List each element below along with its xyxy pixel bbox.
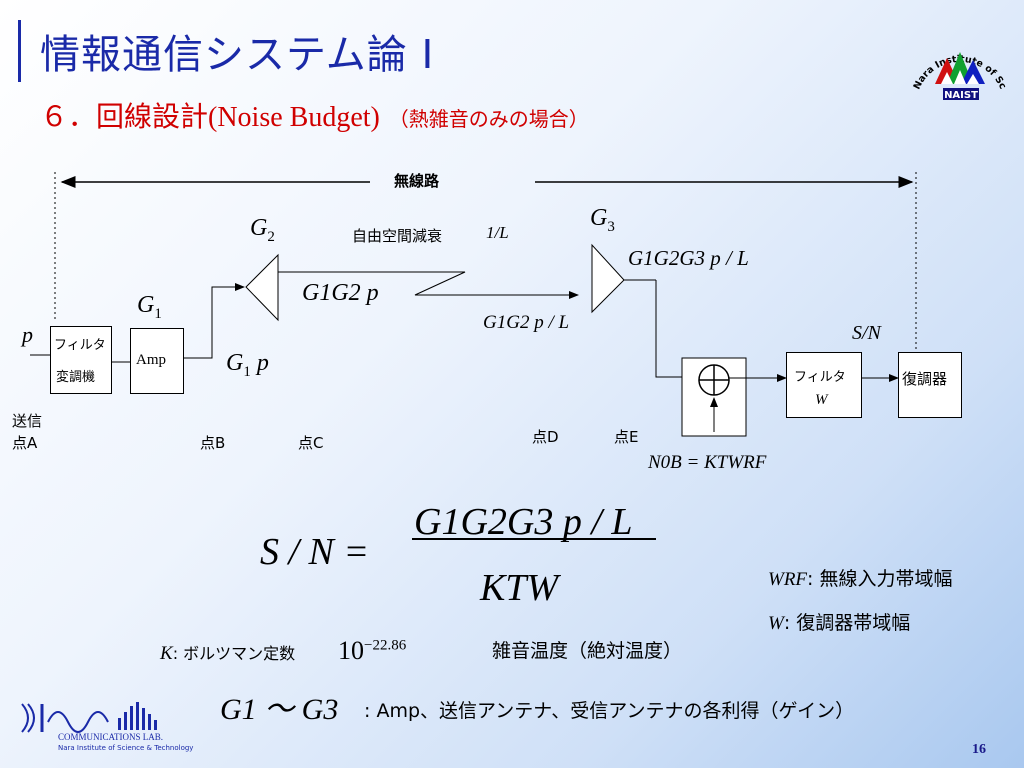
w-definition: W: 復調器帯域幅 xyxy=(768,612,911,634)
filter-w-label-2: W xyxy=(815,392,828,408)
tx-antenna xyxy=(245,253,279,322)
equation-numerator: G1G2G3 p / L xyxy=(414,501,633,543)
lab-name: COMMUNICATIONS LAB. xyxy=(58,732,164,742)
title-roman: Ⅰ xyxy=(421,32,435,77)
equation-denominator: KTW xyxy=(480,567,559,609)
naist-logo: Nara Institute of Science and Technology… xyxy=(902,10,1015,108)
naist-logo-icon: Nara Institute of Science and Technology… xyxy=(902,10,1009,101)
g2-label: G2 xyxy=(250,215,275,245)
input-p: p xyxy=(22,322,33,347)
noise-label: N0B = KTWRF xyxy=(648,452,767,473)
title-jp: 情報通信システム論 xyxy=(40,32,408,78)
g3-label: G3 xyxy=(590,205,615,235)
g1-label: G1 xyxy=(137,292,162,322)
wireless-path-label: 無線路 xyxy=(394,172,440,190)
page-subtitle: ６．回線設計(Noise Budget) （熱雑音のみの場合） xyxy=(40,95,589,135)
filter-mod-label-1: フィルタ xyxy=(54,338,106,353)
wrf-definition: WRF: 無線入力帯域幅 xyxy=(768,568,953,590)
g1g2g3p-over-l-label: G1G2G3 p / L xyxy=(628,246,749,270)
amp-box xyxy=(130,328,184,394)
filter-modulator-box xyxy=(50,326,112,394)
tx-label-1: 送信 xyxy=(12,412,43,430)
naist-label: NAIST xyxy=(944,90,978,101)
fraction-bar xyxy=(412,538,656,540)
g-description: : Amp、送信アンテナ、受信アンテナの各利得（ゲイン） xyxy=(364,700,855,722)
g1p-label: G1 p xyxy=(226,350,269,380)
demodulator-box xyxy=(898,352,962,418)
title-rule xyxy=(18,20,21,82)
free-space-loss-label: 自由空間減衰 xyxy=(352,227,443,245)
lab-sub: Nara Institute of Science & Technology xyxy=(58,744,194,752)
amp-antenna-line xyxy=(182,283,245,359)
point-c-label: 点C xyxy=(298,434,324,452)
point-e-label: 点E xyxy=(614,428,639,446)
comm-lab-logo-icon xyxy=(21,702,157,733)
g1g2p-over-l-label: G1G2 p / L xyxy=(483,312,570,333)
noise-temperature-label: 雑音温度（絶対温度） xyxy=(492,640,683,662)
page-number: 16 xyxy=(972,742,986,757)
equation-lhs: S / N = xyxy=(260,531,370,573)
sn-label: S/N xyxy=(852,322,881,344)
filter-mod-label-2: 変調機 xyxy=(56,370,96,385)
page-title: 情報通信システム論 Ⅰ xyxy=(40,22,434,80)
rx-antenna xyxy=(591,243,625,314)
k-definition: K: ボルツマン定数 xyxy=(160,643,296,664)
k-value: 10−22.86 xyxy=(338,636,407,665)
subtitle-note: （熱雑音のみの場合） xyxy=(388,107,589,131)
g-range-label: G1 ～ G3 xyxy=(220,693,339,726)
subtitle-en: (Noise Budget) xyxy=(208,102,380,133)
free-space-path xyxy=(278,271,579,299)
comm-lab-logo xyxy=(18,700,198,740)
point-d-label: 点D xyxy=(532,428,559,446)
amp-label: Amp xyxy=(136,352,166,368)
filter-w-box xyxy=(786,352,862,418)
subtitle-num: ６．回線設計 xyxy=(40,100,209,133)
tx-label-2: 点A xyxy=(12,434,38,452)
loss-value: 1/L xyxy=(486,223,509,242)
point-b-label: 点B xyxy=(200,434,226,452)
filter-w-label-1: フィルタ xyxy=(794,370,846,385)
g1g2p-label: G1G2 p xyxy=(302,280,379,306)
demod-label: 復調器 xyxy=(902,370,948,388)
